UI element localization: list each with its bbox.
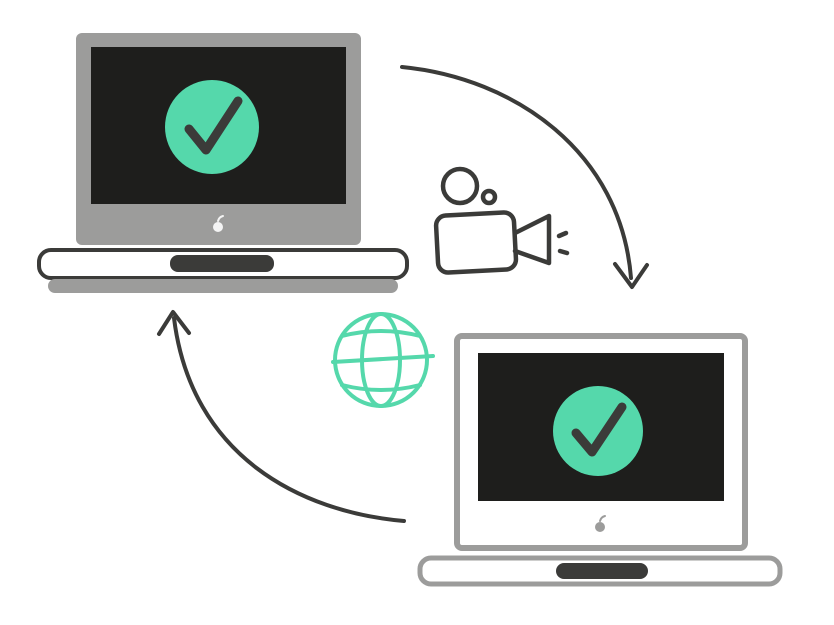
laptop-top-deck-notch — [170, 255, 274, 272]
brand-logo-bottom-body — [595, 522, 605, 532]
laptop-bottom — [417, 333, 783, 587]
globe-latitude-bottom — [340, 383, 422, 392]
video-camera-reel-large — [440, 166, 480, 206]
brand-logo-top-body — [213, 222, 223, 232]
arrow-bottom-to-top-icon — [157, 310, 406, 523]
laptop-bottom-deck-notch — [556, 563, 648, 579]
brand-logo-bottom-stem — [599, 515, 606, 522]
laptop-bottom-success-circle — [553, 386, 643, 476]
checkmark-icon — [184, 96, 243, 155]
video-camera-mark-bottom — [557, 248, 570, 256]
laptop-top-success-circle — [165, 80, 259, 174]
brand-logo-bottom — [595, 515, 606, 532]
arrow-bottom-to-top-head — [157, 310, 191, 336]
video-camera-lens — [512, 213, 552, 266]
brand-logo-top-stem — [217, 215, 224, 222]
video-camera-mark-top — [556, 230, 569, 239]
globe-equator — [331, 354, 435, 364]
arrow-top-to-bottom-head — [613, 262, 649, 289]
video-camera-reel-small — [480, 188, 498, 206]
globe-latitude-top — [340, 329, 422, 338]
brand-logo-top — [213, 215, 224, 232]
video-camera-body — [433, 210, 519, 275]
checkmark-icon — [571, 402, 627, 457]
laptop-top — [37, 33, 409, 293]
arrow-top-to-bottom-icon — [400, 65, 649, 289]
laptop-top-base-strip — [48, 279, 398, 293]
arrow-top-to-bottom-curve — [400, 65, 633, 280]
video-camera-icon — [433, 166, 570, 275]
globe-icon — [331, 312, 435, 408]
arrow-bottom-to-top-curve — [172, 316, 406, 523]
